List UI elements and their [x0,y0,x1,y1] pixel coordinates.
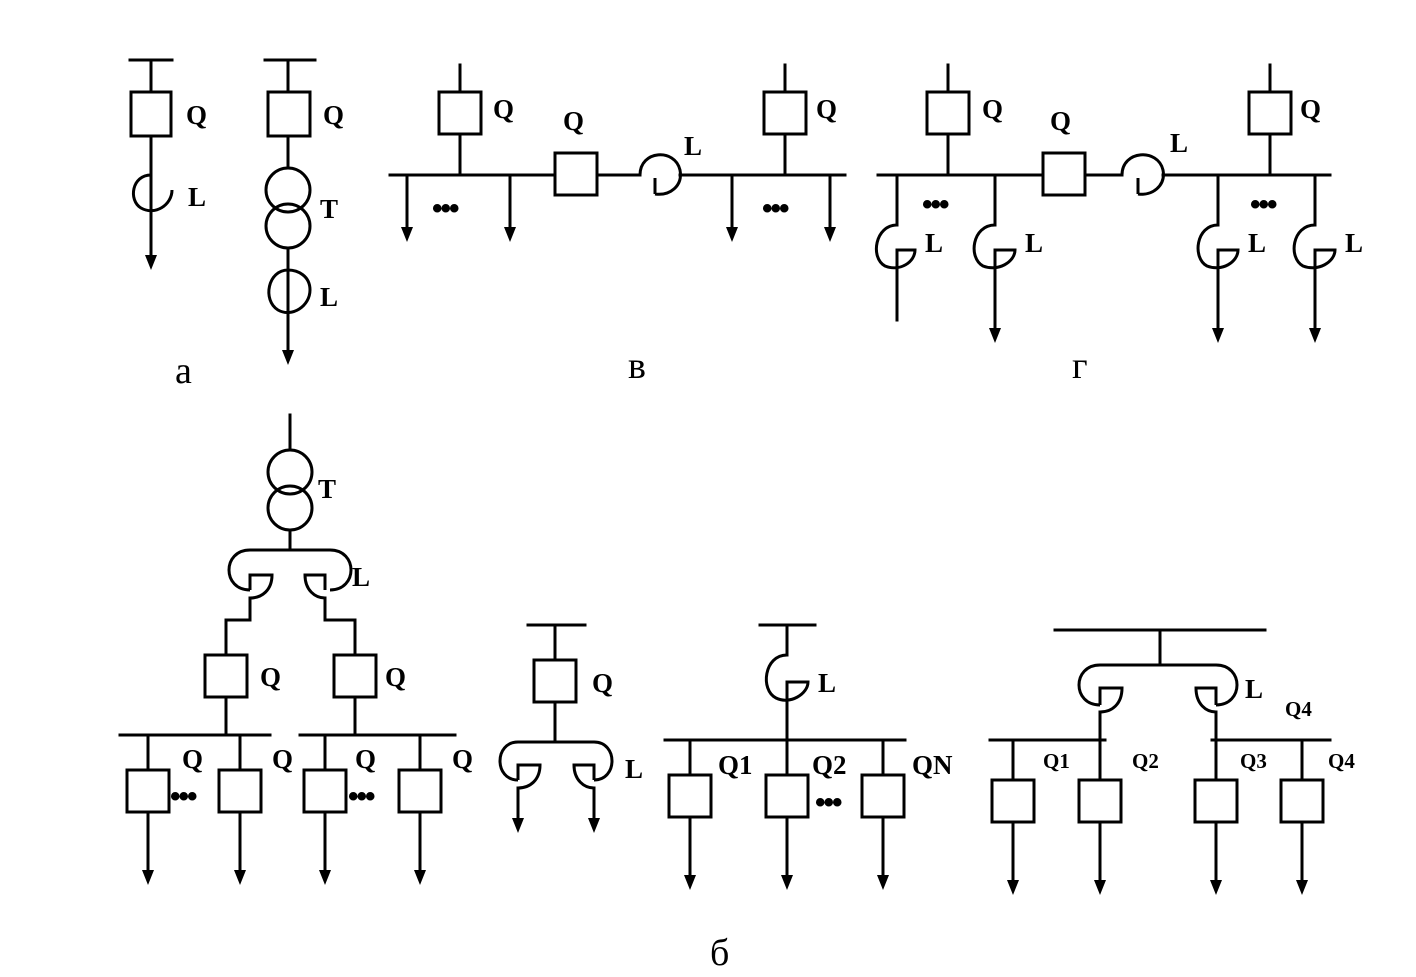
breaker-symbol [266,90,312,138]
breaker-symbol [129,90,173,138]
breaker-q1-label: Q1 [1043,749,1070,773]
breaker-label: Q [323,100,344,130]
breaker-q1-symbol [667,773,713,819]
reactor-symbol [1292,223,1337,270]
reactor-symbol [1196,223,1240,270]
breaker-label: Q [493,94,514,124]
breaker-q2-label: Q2 [1132,749,1159,773]
reactor-label: L [1345,228,1363,258]
reactor-label: L [1245,674,1263,704]
reactor-label: L [188,182,206,212]
sectional-breaker-symbol [553,151,599,197]
reactor-symbol [875,223,917,270]
ellipsis: ••• [170,780,197,813]
breaker-symbol [332,653,378,699]
breaker-label: Q [355,744,376,774]
breaker-symbol [437,90,483,136]
caption-a: а [175,350,192,392]
sectional-breaker-symbol [1041,151,1087,197]
breaker-symbol [302,768,348,814]
ellipsis: ••• [815,786,842,819]
breaker-q4-label: Q4 [1285,697,1312,721]
ellipsis: ••• [1250,188,1277,221]
reactor-symbol [972,223,1017,270]
breaker-q3-label: Q3 [1240,749,1267,773]
breaker-symbol [532,658,578,704]
scheme-b: T L Q Q ••• ••• Q Q Q Q [118,413,1355,974]
ellipsis: ••• [348,780,375,813]
breaker-q2-label: Q2 [812,750,847,780]
breaker-label: Q [452,744,473,774]
breaker-label: Q [1300,94,1321,124]
breaker-q1-label: Q1 [718,750,753,780]
breaker-label: Q [182,744,203,774]
breaker-label: Q [260,662,281,692]
scheme-v: ••• ••• Q Q L Q в [388,63,847,387]
breaker-symbol [762,90,808,136]
sectional-breaker-label: Q [1050,106,1071,136]
breaker-q1-symbol [990,778,1036,824]
sectional-breaker-label: Q [563,106,584,136]
sectional-reactor-label: L [1170,128,1188,158]
breaker-symbol [397,768,443,814]
breaker-label: Q [982,94,1003,124]
split-reactor-symbol [227,548,353,592]
transformer-symbol [266,448,314,496]
breaker-symbol [1247,90,1293,136]
reactor-label: L [320,282,338,312]
reactor-label: L [1025,228,1043,258]
reactor-label: L [625,754,643,784]
caption-g: г [1072,345,1088,387]
scheme-a: Q L Q T L а [128,58,344,392]
ellipsis: ••• [432,192,459,225]
breaker-q2-symbol [1077,778,1123,824]
ellipsis: ••• [922,188,949,221]
breaker-label: Q [186,100,207,130]
ellipsis: ••• [762,192,789,225]
reactor-label: L [1248,228,1266,258]
breaker-label: Q [816,94,837,124]
caption-b: б [710,932,729,974]
breaker-q3-symbol [1193,778,1239,824]
breaker-symbol [925,90,971,136]
reactor-symbol [764,653,810,702]
breaker-symbol [203,653,249,699]
reactor-symbol [131,173,174,213]
transformer-symbol [264,166,312,214]
transformer-label: T [318,474,336,504]
breaker-qn-label: QN [912,750,953,780]
sectional-reactor-label: L [684,131,702,161]
sectional-reactor-symbol [1120,153,1165,196]
breaker-label: Q [592,668,613,698]
breaker-symbol [125,768,171,814]
breaker-qn-symbol [860,773,906,819]
split-reactor-symbol [1077,663,1239,707]
breaker-label: Q [272,744,293,774]
breaker-label: Q [385,662,406,692]
reactor-symbol [267,268,312,314]
breaker-q4-label: Q4 [1328,749,1355,773]
breaker-q4-symbol [1279,778,1325,824]
reactor-label: L [925,228,943,258]
transformer-label: T [320,194,338,224]
breaker-symbol [217,768,263,814]
reactor-label: L [818,668,836,698]
caption-v: в [628,345,646,387]
reactor-label: L [352,562,370,592]
sectional-reactor-symbol [638,153,682,196]
split-reactor-symbol [498,740,614,782]
breaker-q2-symbol [764,773,810,819]
scheme-g: ••• ••• Q Q L Q L L L L г [875,63,1363,387]
